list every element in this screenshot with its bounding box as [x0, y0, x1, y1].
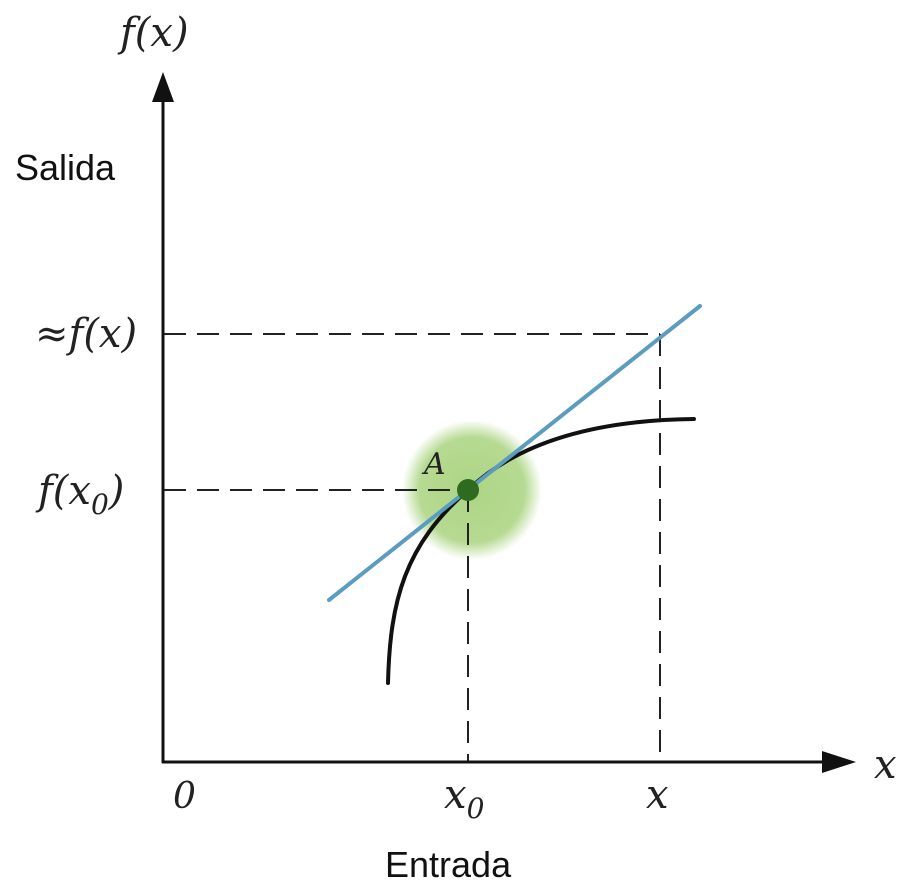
tangent-line: [327, 304, 702, 602]
y-axis-arrow: [152, 72, 174, 102]
x-title: Entrada: [385, 844, 512, 885]
approx-fx-label: ≈f(x): [35, 311, 137, 357]
origin-label: 0: [173, 776, 196, 817]
fx0-label: f(x0): [35, 468, 124, 521]
x0-label-main: x: [444, 772, 467, 818]
fx0-label-sub: 0: [91, 488, 109, 521]
x0-label-sub: 0: [467, 792, 485, 825]
axes: [161, 98, 822, 764]
x-tick-label: x: [646, 772, 669, 818]
y-title: Salida: [15, 147, 116, 188]
fx0-label-main: f(x: [35, 468, 91, 514]
x-axis-arrow: [822, 751, 856, 773]
x0-label: x0: [444, 772, 484, 825]
fx0-label-close: ): [108, 468, 125, 514]
point-a-label: A: [421, 447, 446, 482]
x-axis-label: x: [874, 742, 897, 788]
point-a-dot: [457, 479, 479, 501]
y-axis-label: f(x): [117, 10, 189, 56]
guide-lines: [164, 333, 661, 762]
